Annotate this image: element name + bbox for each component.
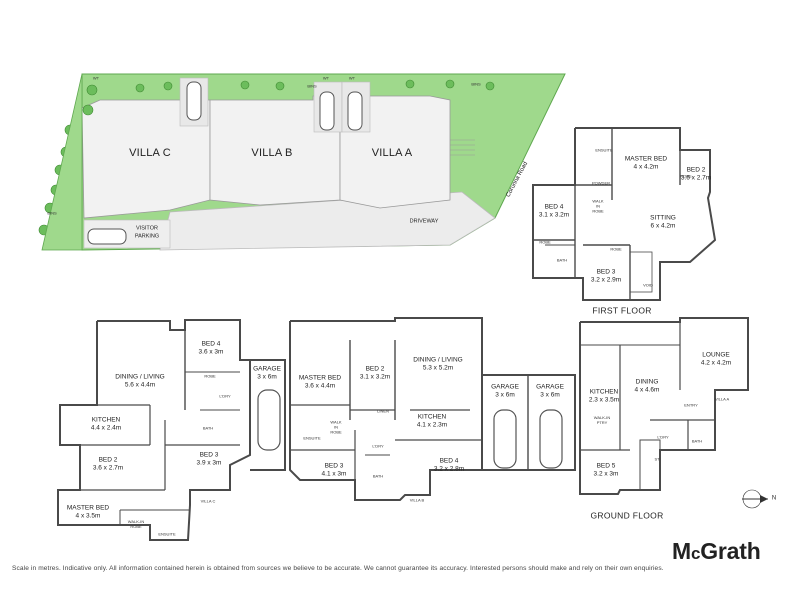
gf-b-linen: LINEN [377, 408, 389, 414]
gf-c-ldry: L'DRY [219, 393, 231, 399]
disclaimer-text: Scale in metres. Indicative only. All in… [12, 565, 664, 572]
gf-b-walk-in-robe: WALK IN ROBE [330, 419, 342, 435]
ff-robe: ROBE [539, 239, 551, 245]
gf-c-ensuite: ENSUITE [158, 531, 176, 537]
ground-floor-villa-a-plan [579, 317, 749, 495]
ff-powder: POWDER [592, 180, 610, 186]
bins-label: BINS [307, 83, 317, 89]
north-label: N [771, 495, 777, 502]
wt-label: WT [92, 75, 100, 81]
gf-b-ldry: L'DRY [372, 443, 384, 449]
villa-c-label: VILLA C [129, 147, 171, 159]
villa-b-label: VILLA B [251, 147, 293, 159]
gf-a-ldry: L'DRY [657, 434, 669, 440]
ground-floor-title: GROUND FLOOR [590, 510, 664, 521]
villa-b-entry: VILLA B [409, 497, 425, 503]
driveway-label: DRIVEWAY [409, 218, 439, 225]
wt-label: WT [322, 75, 330, 81]
ff-robe: ROBE [680, 173, 692, 179]
first-floor-title: FIRST FLOOR [592, 305, 652, 316]
car-icon [186, 81, 202, 121]
gf-a-st: ST [654, 456, 660, 462]
gf-b-ensuite: ENSUITE [303, 435, 321, 441]
north-arrow-icon [742, 489, 768, 509]
gf-a-bath: BATH [691, 438, 703, 444]
site-plan [38, 73, 566, 251]
ff-ensuite: ENSUITE [595, 147, 613, 153]
bins-label: BINS [47, 210, 57, 216]
ff-void: VOID [643, 282, 653, 288]
ground-floor-villa-c-plan [57, 319, 251, 541]
gf-c-robe: ROBE [204, 373, 216, 379]
villa-a-label: VILLA A [371, 147, 413, 159]
gf-c-bath: BATH [202, 425, 214, 431]
mcgrath-logo: McGrath [672, 538, 761, 564]
gf-a-entry: ENTRY [684, 402, 698, 408]
gf-c-walk-in-robe: WALK-IN ROBE [127, 519, 145, 529]
garage-c-plan [250, 359, 286, 471]
first-floor-plan [532, 127, 717, 301]
villa-a-entry: VILLA A [714, 396, 730, 402]
car-icon [319, 91, 335, 131]
gf-a-walk-in-ptry: WALK-IN PTRY [593, 415, 611, 425]
car-icon [87, 228, 127, 245]
gf-b-bath: BATH [372, 473, 384, 479]
visitor-parking-label: VISITOR PARKING [134, 225, 160, 240]
ff-bath: BATH [556, 257, 568, 263]
garages-b-a-plan [482, 374, 576, 471]
wt-label: WT [348, 75, 356, 81]
bins-label: BINS [471, 81, 481, 87]
car-icon [347, 91, 363, 131]
ff-walk-in-robe: WALK IN ROBE [592, 198, 604, 214]
ground-floor-villa-b-plan [289, 317, 483, 501]
villa-c-entry: VILLA C [200, 498, 216, 504]
ff-robe: ROBE [610, 246, 622, 252]
